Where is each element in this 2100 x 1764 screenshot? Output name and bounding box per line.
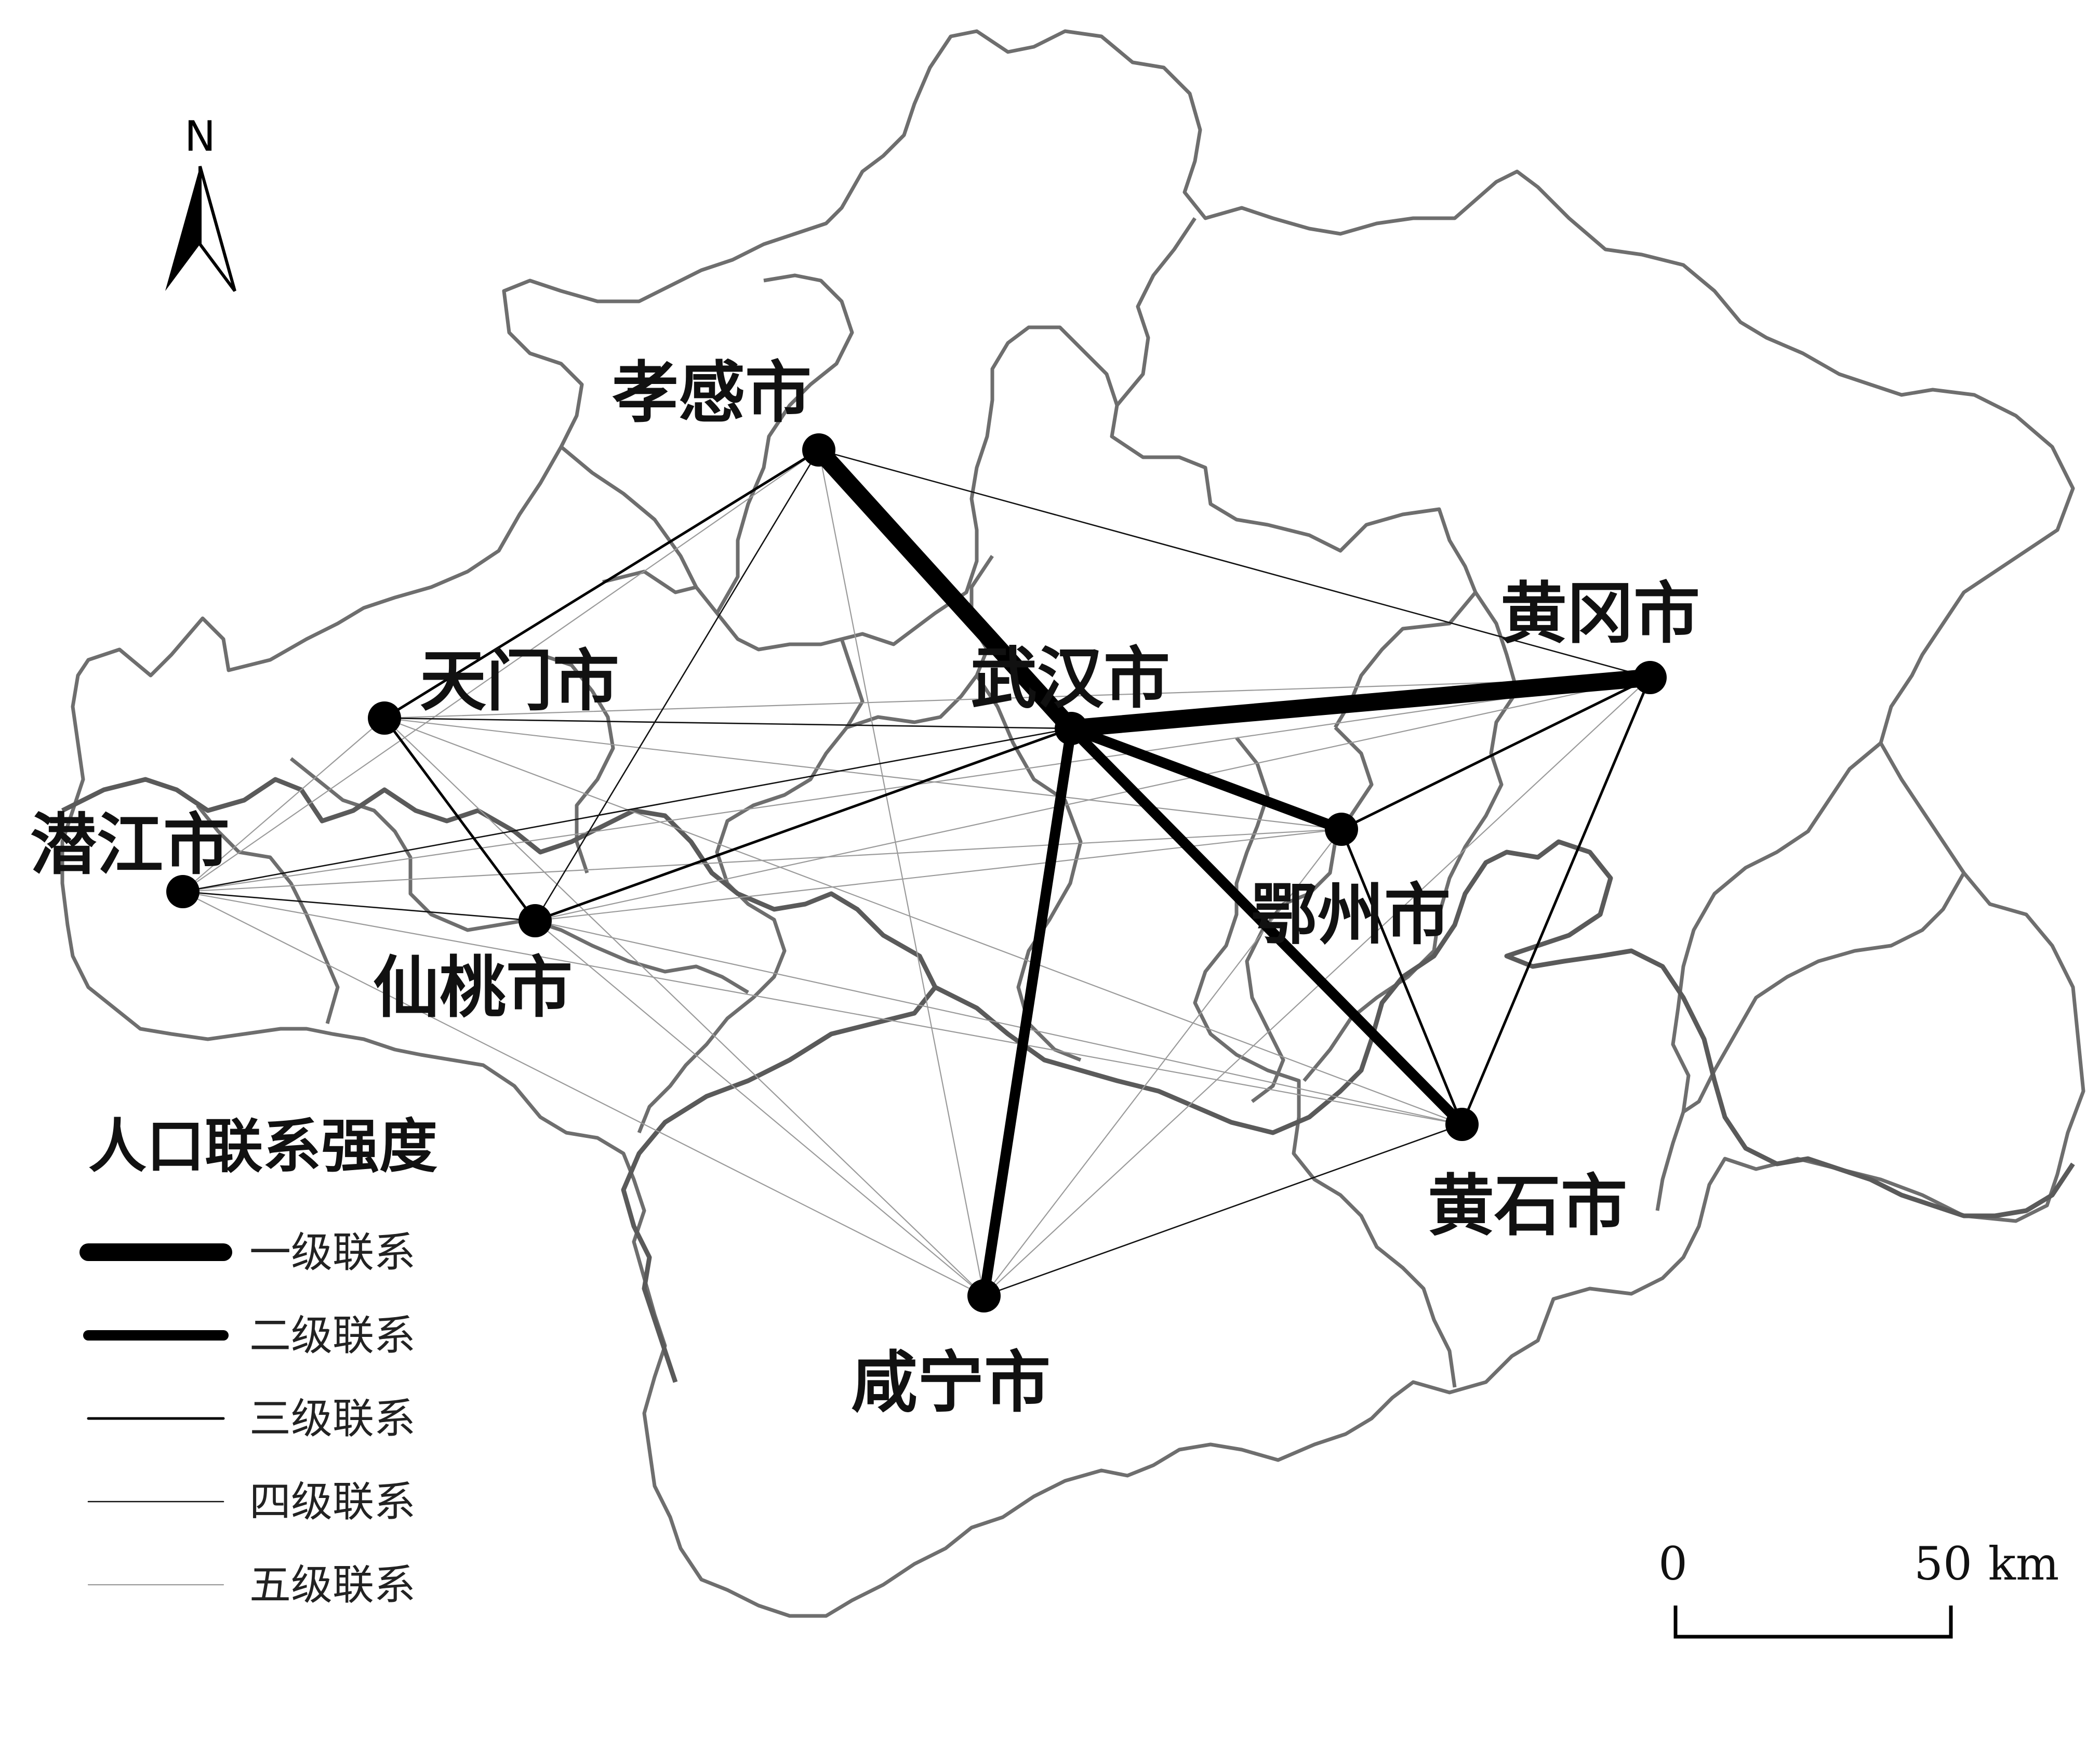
city-label-xiantao: 仙桃市 (373, 949, 573, 1027)
north-arrow-left-icon (165, 166, 200, 291)
north-arrow-label: N (184, 112, 216, 161)
scale-bar: 0 50 km (1658, 1537, 2059, 1639)
legend-label-level-4: 四级联系 (249, 1478, 416, 1526)
links-layer (182, 441, 1659, 1301)
link-xianning-ezhou (983, 828, 1343, 1297)
link-wuhan-huanggang (1062, 669, 1659, 737)
link-xiantao-huanggang (534, 677, 1651, 922)
link-wuhan-xianning (979, 723, 1076, 1301)
link-xiaogan-xiantao (534, 449, 820, 922)
city-label-xiaogan: 孝感市 (612, 354, 812, 432)
link-wuhan-xiantao (534, 727, 1073, 922)
legend-label-level-1: 一级联系 (249, 1228, 416, 1277)
link-qianjiang-wuhan (182, 727, 1072, 893)
inner-boundary-15 (602, 569, 697, 594)
yangtze-river (61, 777, 938, 1383)
inner-boundary-4 (840, 638, 865, 728)
link-xiaogan-xianning (818, 449, 985, 1297)
legend-label-level-5: 五级联系 (249, 1561, 416, 1609)
link-ezhou-huangshi (1340, 828, 1464, 1126)
inner-boundary-12 (1655, 741, 1882, 1211)
city-label-huangshi: 黄石市 (1428, 1168, 1627, 1245)
inner-boundary-5 (539, 653, 615, 874)
inner-boundary-13 (1682, 872, 1966, 1113)
link-qianjiang-xiantao (182, 891, 536, 922)
scale-bar-start: 0 (1658, 1537, 1687, 1590)
link-xianning-huangshi (983, 1123, 1463, 1297)
city-node-qianjiang (166, 875, 200, 908)
city-label-ezhou: 鄂州市 (1251, 877, 1451, 954)
link-qianjiang-xianning (182, 891, 985, 1297)
river-east (934, 839, 2075, 1218)
inner-boundary-3 (637, 555, 994, 1134)
link-xiaogan-huanggang (818, 449, 1651, 679)
north-arrow-right-icon (198, 166, 236, 292)
link-tianmen-ezhou (383, 717, 1343, 830)
city-label-qianjiang: 潜江市 (30, 806, 230, 884)
city-node-xiaogan (802, 433, 835, 467)
link-xiaogan-qianjiang (182, 449, 820, 893)
region-boundaries (60, 29, 2085, 1618)
outer-boundary (60, 29, 2085, 1618)
link-qianjiang-ezhou (182, 828, 1343, 893)
link-tianmen-wuhan (383, 717, 1072, 730)
inner-boundary-6 (289, 757, 749, 994)
city-node-xiantao (519, 904, 552, 937)
link-wuhan-ezhou (1066, 723, 1347, 834)
link-xiantao-ezhou (534, 828, 1343, 922)
link-tianmen-huanggang (383, 677, 1651, 719)
link-tianmen-qianjiang (182, 717, 386, 893)
city-node-tianmen (368, 701, 401, 735)
scale-bar-end: 50 (1914, 1537, 1972, 1590)
link-qianjiang-huangshi (182, 891, 1463, 1125)
link-xiantao-xianning (534, 920, 985, 1297)
link-tianmen-xiantao (383, 717, 537, 922)
nodes-layer (166, 433, 1667, 1312)
link-huanggang-huangshi (1460, 676, 1652, 1126)
scale-bar-unit: km (1988, 1537, 2059, 1590)
link-huanggang-ezhou (1340, 676, 1652, 831)
link-xianning-huanggang (983, 677, 1651, 1297)
link-xiantao-huangshi (534, 920, 1463, 1125)
city-node-xianning (967, 1279, 1001, 1312)
legend-title: 人口联系强度 (88, 1113, 437, 1181)
inner-boundary-1 (560, 325, 1478, 728)
inner-boundary-9 (1193, 736, 1457, 1388)
city-label-xianning: 咸宁市 (851, 1344, 1051, 1422)
inner-boundary-2 (1115, 217, 1197, 407)
legend-label-level-2: 二级联系 (249, 1311, 416, 1360)
link-tianmen-huangshi (383, 717, 1463, 1125)
city-node-huangshi (1445, 1108, 1479, 1141)
north-arrow: N (165, 112, 236, 292)
city-node-wuhan (1055, 712, 1088, 745)
link-xiaogan-tianmen (383, 448, 820, 720)
city-node-ezhou (1325, 813, 1358, 846)
link-wuhan-huangshi (1066, 723, 1467, 1130)
inner-boundary-10 (1245, 726, 1374, 1103)
inner-boundary-7 (196, 804, 340, 1024)
link-xiaogan-wuhan (810, 441, 1080, 737)
inner-boundary-11 (1302, 591, 1519, 1082)
legend-label-level-3: 三级联系 (249, 1395, 416, 1443)
scale-bar-line (1673, 1606, 1953, 1639)
city-label-tianmen: 天门市 (420, 643, 619, 720)
inner-boundary-14 (715, 273, 854, 614)
city-label-huanggang: 黄冈市 (1500, 575, 1700, 653)
city-node-huanggang (1633, 661, 1667, 694)
link-tianmen-xianning (383, 717, 985, 1297)
city-label-wuhan: 武汉市 (971, 640, 1170, 718)
